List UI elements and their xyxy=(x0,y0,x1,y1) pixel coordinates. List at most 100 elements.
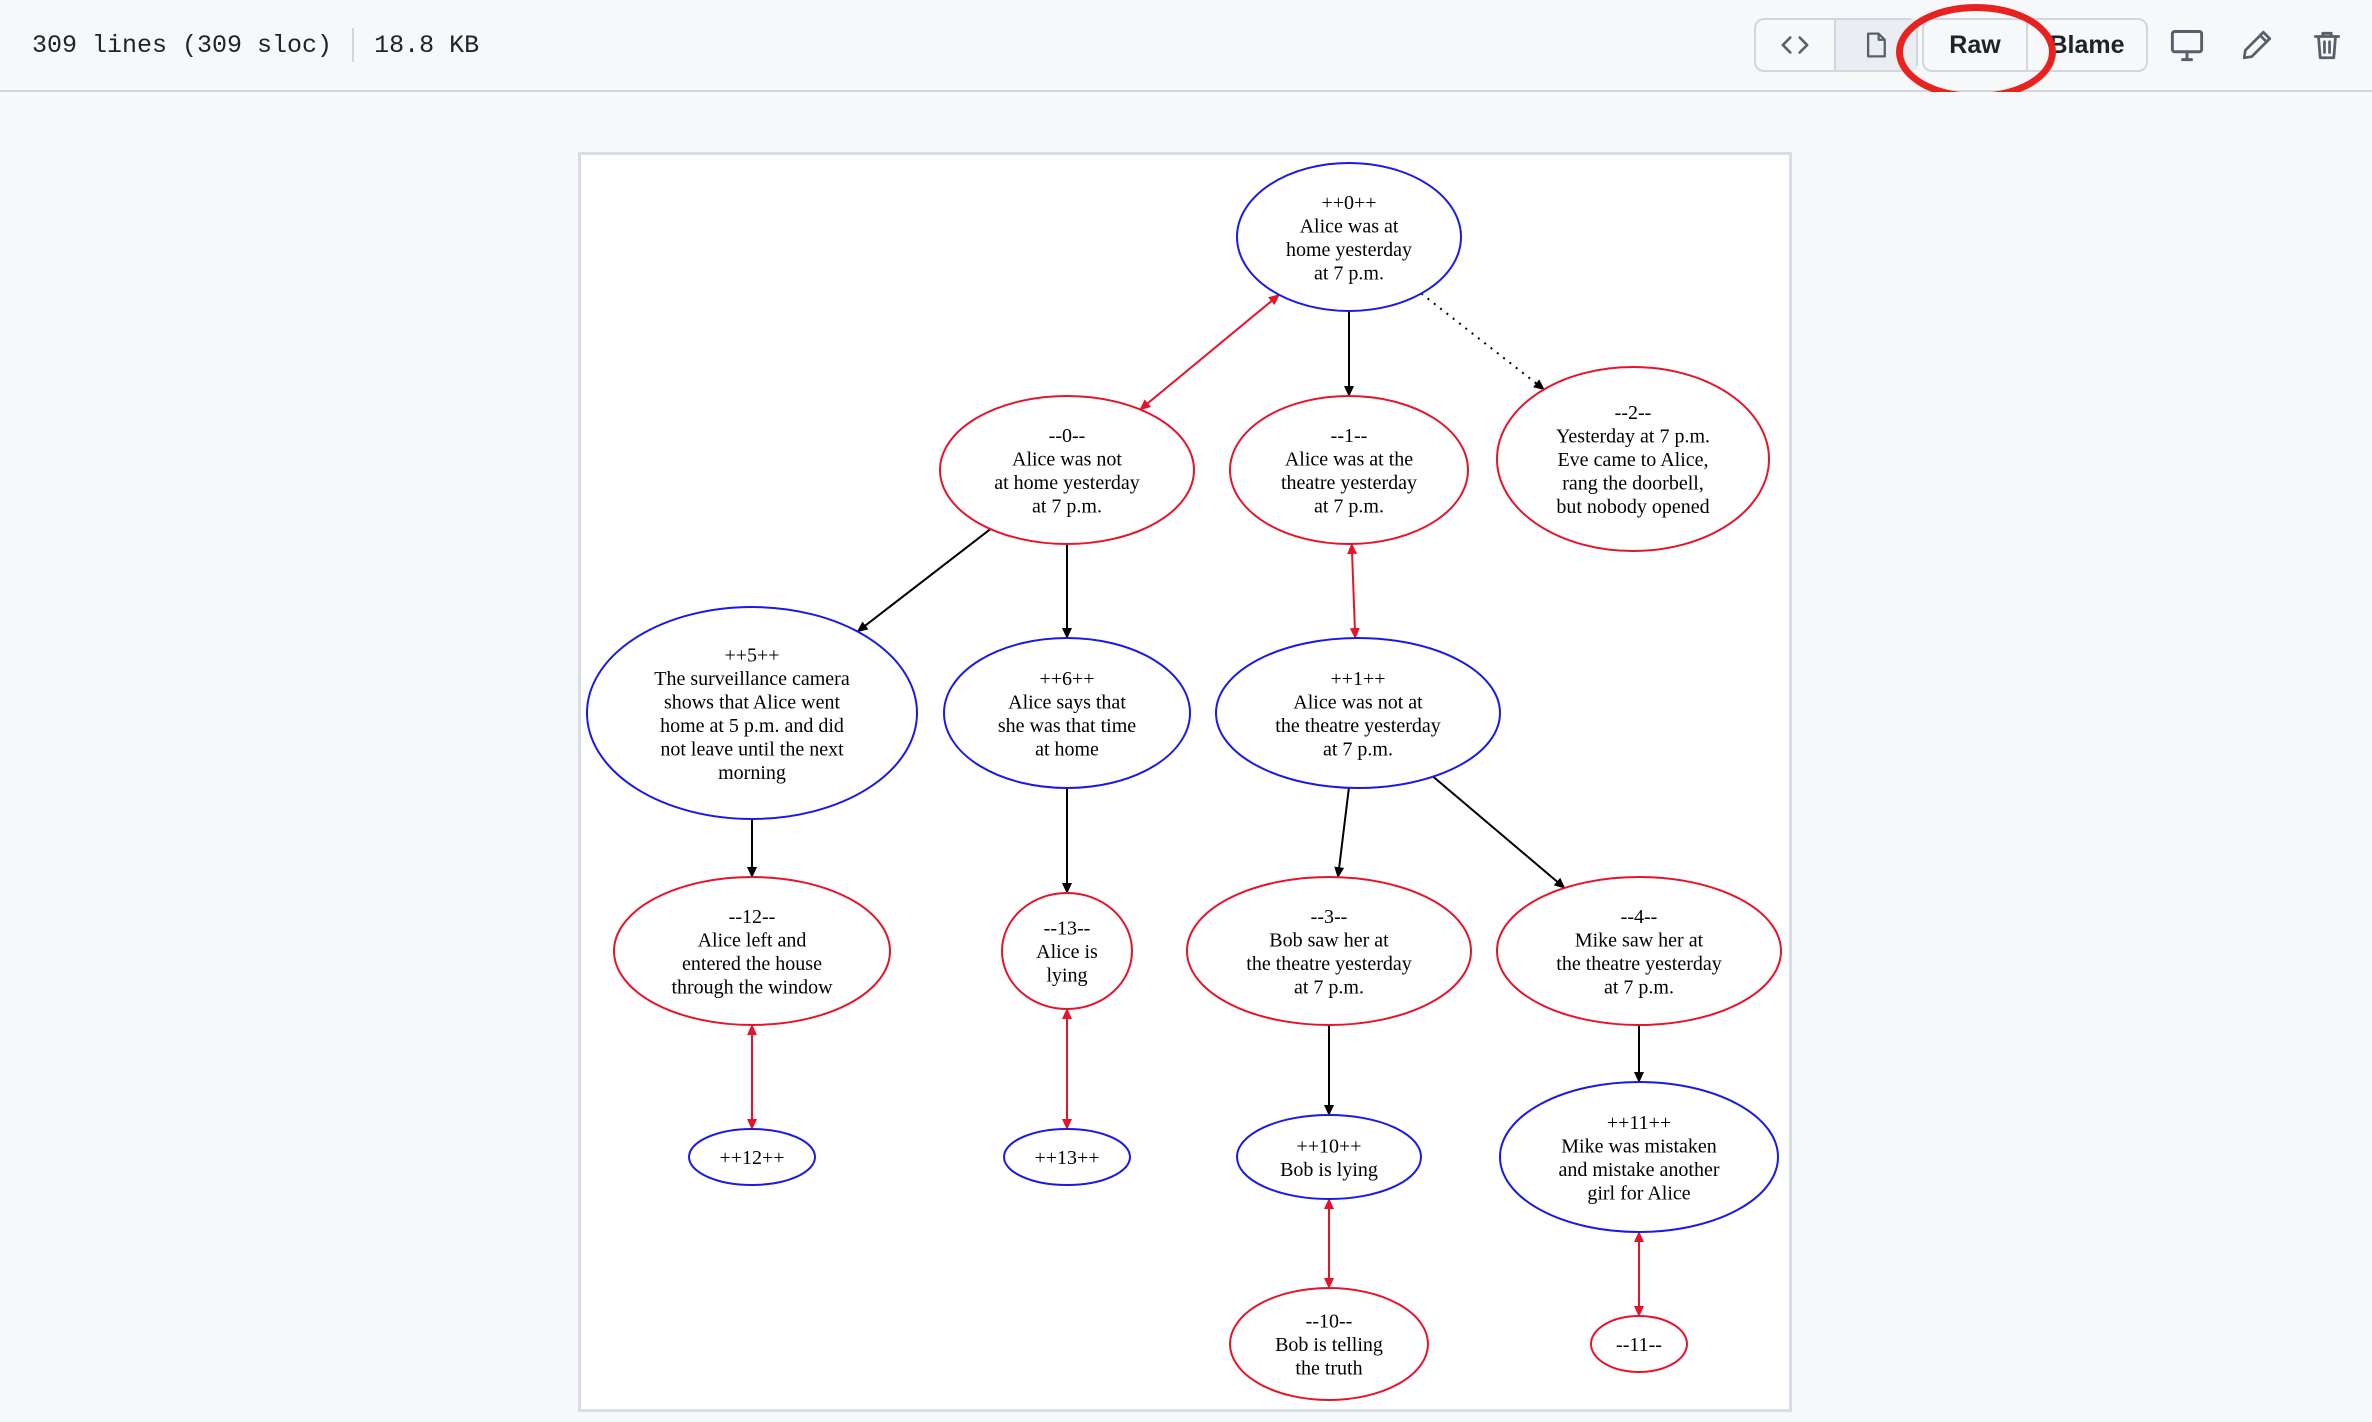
node-text-line: the theatre yesterday xyxy=(1556,953,1721,975)
node-ellipse xyxy=(1236,162,1462,312)
edge-n1-p1 xyxy=(1347,542,1360,640)
node-text-line: home yesterday xyxy=(1286,239,1412,261)
node-text-line: lying xyxy=(1046,965,1087,987)
raw-button[interactable]: Raw xyxy=(1924,20,2028,70)
node-text-line: --11-- xyxy=(1616,1334,1662,1356)
delete-button[interactable] xyxy=(2304,22,2350,68)
node-ellipse xyxy=(586,606,918,820)
node-text-line: girl for Alice xyxy=(1587,1182,1690,1204)
node-text-line: ++11++ xyxy=(1607,1112,1671,1134)
node-text-line: morning xyxy=(718,762,786,784)
node-text-line: --4-- xyxy=(1621,906,1658,928)
node-text-line: theatre yesterday xyxy=(1281,472,1417,494)
node-text-line: she was that time xyxy=(998,715,1136,737)
node-text-line: Alice left and xyxy=(698,929,807,951)
node-text-line: Alice was at xyxy=(1300,215,1399,237)
node-text-line: ++13++ xyxy=(1034,1147,1099,1169)
node-text-line: entered the house xyxy=(682,953,822,975)
node-text-line: ++0++ xyxy=(1321,192,1376,214)
graph-node-n11: --11-- xyxy=(1590,1315,1688,1373)
node-text-line: --0-- xyxy=(1049,425,1086,447)
node-text-line: --12-- xyxy=(729,906,776,928)
node-ellipse xyxy=(1229,1287,1429,1401)
node-text-line: Alice says that xyxy=(1008,691,1126,713)
node-ellipse xyxy=(1215,637,1501,789)
node-text-line: shows that Alice went xyxy=(664,691,841,713)
node-text-line: --1-- xyxy=(1331,425,1368,447)
code-icon xyxy=(1781,36,1809,54)
file-icon xyxy=(1866,32,1886,58)
node-ellipse xyxy=(1003,1128,1131,1186)
desktop-icon xyxy=(2170,30,2204,62)
file-header-toolbar: 309 lines (309 sloc) 18.8 KB Raw Blame xyxy=(0,0,2372,100)
node-text-line: --3-- xyxy=(1311,906,1348,928)
node-ellipse xyxy=(1496,876,1782,1026)
node-text-line: Alice was not at xyxy=(1293,691,1423,713)
node-text-line: and mistake another xyxy=(1558,1159,1719,1181)
edge-n0-p5 xyxy=(856,528,992,633)
node-text-line: --10-- xyxy=(1306,1311,1353,1333)
node-text-line: Alice is xyxy=(1036,941,1098,963)
node-ellipse xyxy=(1186,876,1472,1026)
node-text-line: the theatre yesterday xyxy=(1246,953,1411,975)
node-ellipse xyxy=(1236,1114,1422,1200)
node-text-line: rang the doorbell, xyxy=(1562,473,1704,495)
node-ellipse xyxy=(1590,1315,1688,1373)
node-text-line: not leave until the next xyxy=(660,738,844,760)
node-text-line: ++6++ xyxy=(1039,668,1094,690)
node-text-line: --13-- xyxy=(1044,918,1091,940)
graph-node-n2: --2--Yesterday at 7 p.m.Eve came to Alic… xyxy=(1496,366,1770,552)
blame-button[interactable]: Blame xyxy=(2049,30,2125,59)
edit-button[interactable] xyxy=(2234,22,2280,68)
node-text-line: at 7 p.m. xyxy=(1314,495,1384,517)
node-text-line: through the window xyxy=(671,976,833,998)
node-text-line: Yesterday at 7 p.m. xyxy=(1556,426,1710,448)
node-text-line: the truth xyxy=(1295,1358,1362,1380)
code-view-button[interactable] xyxy=(1756,20,1836,70)
node-text-line: ++12++ xyxy=(719,1147,784,1169)
node-ellipse xyxy=(1496,366,1770,552)
file-size: 18.8 KB xyxy=(374,30,480,60)
pencil-icon xyxy=(2242,30,2272,60)
graph-node-p10: ++10++Bob is lying xyxy=(1236,1114,1422,1200)
node-text-line: Bob saw her at xyxy=(1269,929,1389,951)
node-text-line: --2-- xyxy=(1615,402,1652,424)
node-text-line: at home xyxy=(1035,738,1099,760)
raw-blame-group: Raw Blame xyxy=(1922,18,2148,72)
node-text-line: at 7 p.m. xyxy=(1294,976,1364,998)
line-count: 309 lines (309 sloc) xyxy=(32,30,333,60)
node-text-line: at 7 p.m. xyxy=(1032,495,1102,517)
node-ellipse xyxy=(1229,395,1469,545)
node-text-line: Alice was at the xyxy=(1285,448,1413,470)
node-ellipse xyxy=(943,637,1191,789)
node-text-line: ++1++ xyxy=(1330,668,1385,690)
node-text-line: Mike was mistaken xyxy=(1561,1135,1717,1157)
display-button[interactable] xyxy=(2164,22,2210,68)
edge-p0-n0 xyxy=(1139,294,1280,411)
node-ellipse xyxy=(1499,1081,1779,1233)
node-text-line: Eve came to Alice, xyxy=(1557,449,1708,471)
node-text-line: at home yesterday xyxy=(994,472,1140,494)
node-text-line: Bob is telling xyxy=(1275,1334,1383,1356)
node-text-line: home at 5 p.m. and did xyxy=(660,715,844,737)
file-info: 309 lines (309 sloc) 18.8 KB xyxy=(32,28,479,62)
node-text-line: ++5++ xyxy=(724,644,779,666)
graph-node-p13: ++13++ xyxy=(1003,1128,1131,1186)
node-text-line: the theatre yesterday xyxy=(1275,715,1440,737)
view-mode-toggle xyxy=(1754,18,1918,72)
node-ellipse xyxy=(1001,892,1133,1010)
edge-p0-n2 xyxy=(1420,292,1545,391)
node-text-line: but nobody opened xyxy=(1556,496,1709,518)
node-ellipse xyxy=(939,395,1195,545)
node-text-line: ++10++ xyxy=(1296,1135,1361,1157)
